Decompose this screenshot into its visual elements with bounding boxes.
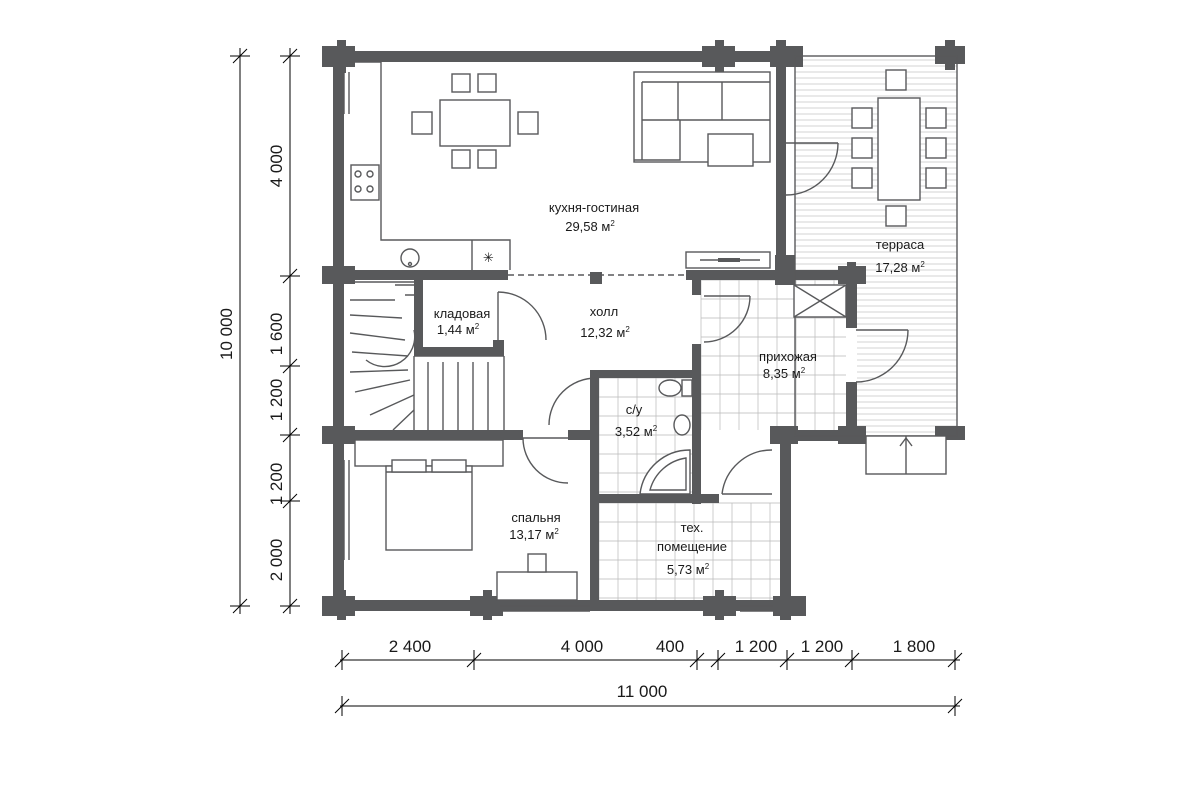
dim-h-3: 400 bbox=[656, 637, 684, 656]
bedroom-name: спальня bbox=[511, 510, 560, 525]
terrace-decking bbox=[795, 59, 957, 433]
room-labels: кухня-гостиная 29,58 м2 терраса 17,28 м2… bbox=[434, 200, 926, 577]
dim-v-5: 2 000 bbox=[267, 539, 286, 582]
entry-closet bbox=[793, 284, 847, 318]
windows bbox=[343, 72, 773, 612]
pantry-area: 1,44 м2 bbox=[437, 322, 480, 337]
sink-icon bbox=[400, 248, 420, 268]
dim-h-6: 1 800 bbox=[893, 637, 936, 656]
tech-name-2: помещение bbox=[657, 539, 727, 554]
staircase bbox=[344, 281, 505, 431]
wc-area: 3,52 м2 bbox=[615, 424, 658, 439]
dining-table bbox=[411, 73, 539, 169]
dimension-lines bbox=[239, 48, 960, 707]
entry-name: прихожая bbox=[759, 349, 817, 364]
dim-h-total: 11 000 bbox=[617, 682, 668, 701]
dimension-labels: 2 400 4 000 400 1 200 1 200 1 800 11 000… bbox=[217, 145, 935, 701]
terrace-outline bbox=[794, 55, 958, 475]
kitchen-area: 29,58 м2 bbox=[565, 219, 615, 234]
doors bbox=[522, 295, 909, 495]
dim-v-2: 1 600 bbox=[267, 313, 286, 356]
fridge-snow-icon: ✳ bbox=[483, 250, 494, 265]
sofa bbox=[633, 71, 771, 167]
bedroom-area: 13,17 м2 bbox=[509, 527, 559, 542]
toilet-icon bbox=[658, 379, 682, 397]
dim-h-5: 1 200 bbox=[801, 637, 844, 656]
kitchen-name: кухня-гостиная bbox=[549, 200, 639, 215]
dim-v-4: 1 200 bbox=[267, 463, 286, 506]
pantry-name: кладовая bbox=[434, 306, 491, 321]
kitchen-counter: ✳ bbox=[349, 61, 511, 270]
shower-icon bbox=[639, 449, 691, 495]
terrace-name: терраса bbox=[876, 237, 925, 252]
bedroom-furniture bbox=[354, 439, 578, 601]
terrace-area: 17,28 м2 bbox=[875, 260, 925, 275]
stove-icon bbox=[350, 164, 380, 201]
dim-h-4: 1 200 bbox=[735, 637, 778, 656]
walls bbox=[322, 40, 965, 620]
washbasin-icon bbox=[673, 414, 691, 436]
tech-name-1: тех. bbox=[681, 520, 704, 535]
dim-h-1: 2 400 bbox=[389, 637, 432, 656]
bed-icon bbox=[385, 465, 473, 551]
dim-v-total: 10 000 bbox=[217, 308, 236, 360]
dim-h-2: 4 000 bbox=[561, 637, 604, 656]
tech-area: 5,73 м2 bbox=[667, 562, 710, 577]
dimension-ticks bbox=[230, 48, 963, 716]
dim-v-1: 4 000 bbox=[267, 145, 286, 188]
tv-stand bbox=[685, 251, 771, 269]
terrace-door bbox=[785, 142, 839, 196]
desk-icon bbox=[496, 571, 578, 601]
hall-name: холл bbox=[590, 304, 618, 319]
terrace-dining-set bbox=[851, 69, 947, 227]
hall-area: 12,32 м2 bbox=[580, 325, 630, 340]
dim-v-3: 1 200 bbox=[267, 379, 286, 422]
pantry-door bbox=[497, 291, 547, 341]
entry-area: 8,35 м2 bbox=[763, 366, 806, 381]
wc-name: с/у bbox=[626, 402, 643, 417]
wc-fixtures bbox=[639, 379, 693, 495]
